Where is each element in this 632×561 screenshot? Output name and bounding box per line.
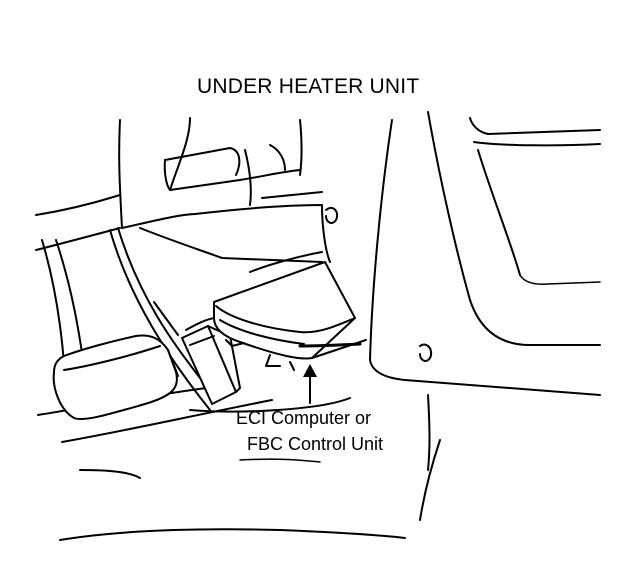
heater-console-panel [369,111,601,521]
callout-arrow [303,364,317,404]
brake-pedal [52,334,179,420]
bolt-hole [419,343,433,362]
callout-label-line2: FBC Control Unit [247,434,383,454]
accelerator-pedal [181,317,241,405]
eci-computer-unit [213,251,367,371]
bolt-hole [325,206,339,224]
diagram-title: UNDER HEATER UNIT [197,75,419,98]
dashboard-lower-trim [35,117,406,541]
callout-label-line1: ECI Computer or [236,408,371,428]
